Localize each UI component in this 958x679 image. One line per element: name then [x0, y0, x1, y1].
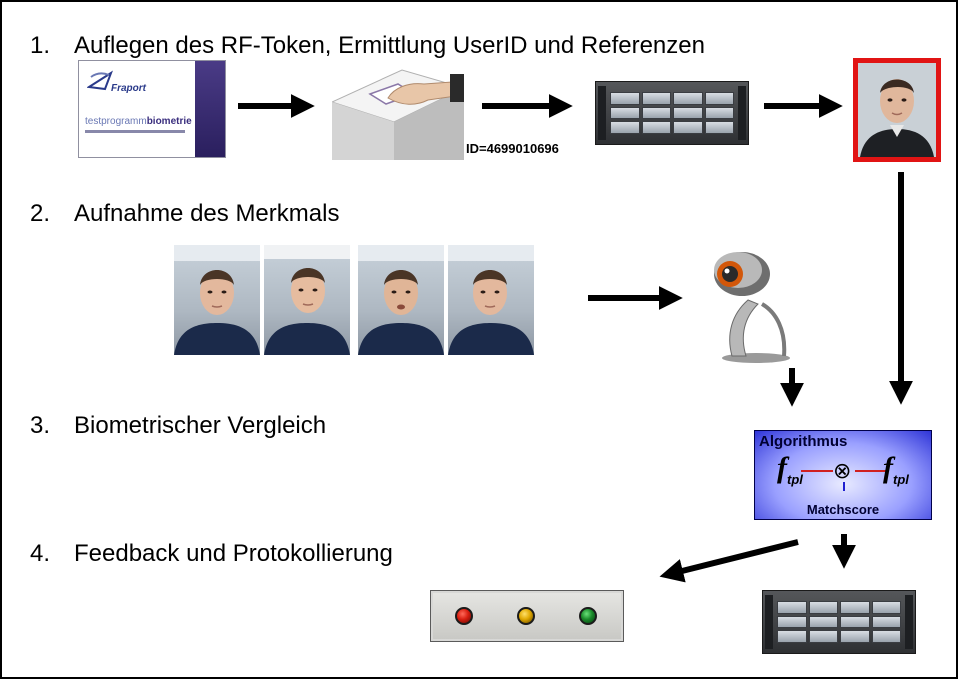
step-4-heading: 4. Feedback und Protokollierung: [30, 540, 393, 568]
capture-photo-3: [358, 245, 444, 355]
drive-bays: [610, 92, 734, 134]
step-text: Biometrischer Vergleich: [74, 412, 327, 439]
step-number: 4.: [30, 540, 51, 567]
compare-operator: ⊗: [833, 459, 852, 484]
step-number: 1.: [30, 32, 51, 59]
lamp-red: [455, 607, 473, 625]
drive-bays: [777, 601, 901, 643]
rack-ear: [598, 86, 606, 140]
arrow-algo-to-lights: [659, 539, 799, 583]
step-text: Auflegen des RF-Token, Ermittlung UserID…: [74, 32, 705, 59]
capture-photo-4: [448, 245, 534, 355]
card-reader-image: [332, 69, 464, 160]
face-portrait: [358, 245, 444, 355]
algorithm-box: Algorithmus ftpl ⊗ ftpl Matchscore: [754, 430, 932, 520]
face-portrait: [448, 245, 534, 355]
step-text: Feedback und Protokollierung: [74, 540, 393, 567]
template-f-left: ftpl: [777, 451, 803, 487]
user-id-label: ID=4699010696: [466, 141, 559, 156]
reference-server: [595, 81, 749, 145]
card-stripe: [195, 61, 225, 157]
rf-token-card: Fraport testprogrammbiometrie: [78, 60, 226, 158]
step-3-heading: 3. Biometrischer Vergleich: [30, 412, 326, 440]
match-connector: [801, 470, 887, 491]
face-portrait: [264, 245, 350, 355]
card-logo-text: Fraport: [111, 83, 146, 94]
feedback-lights: [430, 590, 624, 642]
lamp-amber: [517, 607, 535, 625]
step-text: Aufnahme des Merkmals: [74, 200, 340, 227]
reference-photo: [853, 58, 941, 162]
card-program-text: testprogrammbiometrie: [85, 116, 192, 127]
webcam-icon: [714, 252, 790, 363]
card-fine-print: [85, 130, 185, 133]
face-portrait: [858, 63, 936, 157]
step-number: 2.: [30, 200, 51, 227]
capture-photo-1: [174, 245, 260, 355]
matchscore-label: Matchscore: [806, 502, 880, 517]
rack-ear: [905, 595, 913, 649]
capture-photo-2: [264, 245, 350, 355]
step-1-heading: 1. Auflegen des RF-Token, Ermittlung User…: [30, 32, 705, 60]
step-number: 3.: [30, 412, 51, 439]
face-portrait: [174, 245, 260, 355]
rack-ear: [765, 595, 773, 649]
rack-ear: [738, 86, 746, 140]
lamp-green: [579, 607, 597, 625]
template-f-right: ftpl: [883, 451, 909, 487]
logging-server: [762, 590, 916, 654]
fraport-logo-icon: [87, 70, 113, 91]
step-2-heading: 2. Aufnahme des Merkmals: [30, 200, 339, 228]
algorithm-title: Algorithmus: [759, 433, 848, 450]
